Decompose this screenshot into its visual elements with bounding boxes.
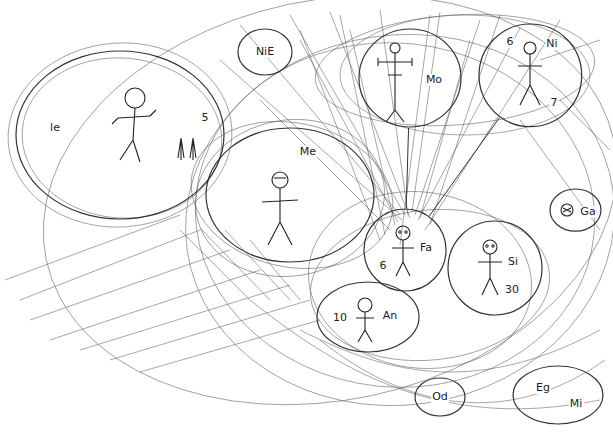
person-label: Fa — [419, 242, 433, 254]
circle-outline — [447, 220, 543, 316]
person-label: NiE — [255, 46, 275, 58]
family-circle: NiE — [237, 28, 293, 76]
person-label: An — [382, 310, 399, 322]
family-circle: 6 Fa — [363, 208, 447, 292]
person-label: Si — [507, 256, 519, 268]
circle-outline — [238, 29, 292, 75]
circle-outline — [448, 221, 542, 315]
circle-outline — [364, 209, 446, 291]
relation-line — [429, 118, 499, 216]
age-number: 5 — [201, 112, 210, 124]
circle-outline — [415, 378, 465, 416]
age-number: 6 — [506, 36, 515, 48]
family-circle: Si 30 — [447, 220, 543, 316]
circle-outline — [16, 51, 224, 219]
circle-outline — [478, 23, 583, 128]
age-number: 7 — [550, 97, 559, 109]
circle-outline — [205, 127, 375, 263]
circle-outline — [479, 24, 582, 127]
age-number: 10 — [332, 312, 348, 324]
circle-outline — [363, 208, 447, 292]
person-label: Ni — [545, 38, 558, 50]
family-circle: 10 An — [316, 281, 420, 353]
family-circle: Ga — [549, 188, 602, 232]
family-circle: 6 Ni 7 — [478, 23, 583, 128]
person-label: Me — [299, 146, 317, 158]
circle-outline — [513, 366, 603, 424]
circle-outline — [550, 189, 601, 231]
family-circle: le 5 — [15, 50, 225, 220]
circle-outline — [15, 50, 225, 220]
family-circle: Mo — [358, 28, 462, 128]
age-number: 6 — [379, 260, 388, 272]
person-label: le — [49, 122, 61, 134]
circle-outline — [359, 29, 461, 127]
family-circle: EgMi — [512, 365, 604, 425]
circle-outline — [512, 365, 604, 425]
circle-outline — [317, 282, 419, 352]
relation-line — [406, 128, 408, 208]
person-label: Ga — [579, 206, 596, 218]
person-label: Mo — [425, 74, 443, 86]
family-circle: Od — [414, 377, 466, 417]
circle-outline — [206, 128, 374, 262]
circle-outline — [358, 28, 462, 128]
person-label: Mi — [569, 398, 584, 410]
age-number: 30 — [504, 284, 520, 296]
person-label: Eg — [535, 382, 551, 394]
family-circle: Me — [205, 127, 375, 263]
person-label: Od — [431, 391, 449, 403]
